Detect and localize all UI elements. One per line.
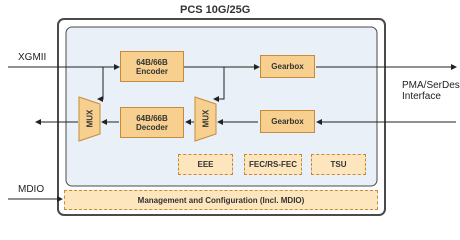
gearbox-tx-block: Gearbox (260, 55, 315, 78)
tsu-block: TSU (311, 154, 366, 175)
mux-left-label: MUX (85, 109, 95, 128)
diagram-graphics (8, 18, 457, 216)
mux-right-label: MUX (201, 109, 211, 128)
gearbox-rx-block: Gearbox (260, 110, 315, 133)
mux-right-shape (194, 96, 217, 142)
pma-label-line1: PMA/SerDes (402, 80, 460, 91)
wire-tap-to-right-mux (213, 67, 225, 102)
diagram-title: PCS 10G/25G (180, 4, 251, 16)
wire-tap-to-left-mux (97, 67, 104, 102)
mux-left-shape (78, 96, 101, 142)
pma-label-line2: Interface (402, 91, 441, 102)
encoder-block: 64B/66B Encoder (120, 51, 184, 82)
fec-rs-fec-block: FEC/RS-FEC (244, 154, 302, 175)
xgmii-label: XGMII (18, 52, 47, 63)
pcs-diagram: PCS 10G/25G XGMII MDIO PMA/SerDes Interf… (8, 4, 460, 216)
decoder-block: 64B/66B Decoder (120, 107, 184, 138)
mdio-label: MDIO (18, 184, 45, 195)
eee-block: EEE (178, 154, 233, 175)
management-block: Management and Configuration (Incl. MDIO… (64, 190, 378, 210)
